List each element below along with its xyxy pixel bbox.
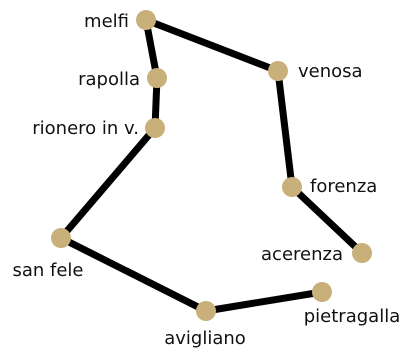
label-acerenza: acerenza bbox=[261, 244, 343, 265]
edge-venosa-forenza bbox=[274, 67, 296, 191]
label-san-fele: san fele bbox=[12, 260, 83, 281]
label-melfi: melfi bbox=[84, 11, 129, 32]
edge-avigliano-pietragalla bbox=[202, 288, 326, 315]
node-venosa bbox=[268, 61, 288, 81]
node-acerenza bbox=[352, 243, 372, 263]
edge-forenza-acerenza bbox=[288, 183, 366, 257]
node-avigliano bbox=[196, 301, 216, 321]
label-forenza: forenza bbox=[310, 176, 377, 197]
node-rionero bbox=[145, 118, 165, 138]
label-pietragalla: pietragalla bbox=[304, 306, 400, 327]
edge-rionero-san-fele bbox=[57, 124, 159, 242]
node-melfi bbox=[136, 10, 156, 30]
node-san-fele bbox=[51, 228, 71, 248]
edge-melfi-venosa bbox=[142, 16, 282, 75]
label-rapolla: rapolla bbox=[78, 69, 140, 90]
route-nodes bbox=[51, 10, 372, 321]
node-pietragalla bbox=[312, 282, 332, 302]
edge-san-fele-avigliano bbox=[57, 234, 210, 315]
route-edges bbox=[57, 16, 366, 315]
label-rionero: rionero in v. bbox=[32, 118, 139, 139]
node-forenza bbox=[282, 177, 302, 197]
label-venosa: venosa bbox=[298, 61, 363, 82]
label-avigliano: avigliano bbox=[164, 328, 246, 349]
route-labels: melfi rapolla rionero in v. san fele avi… bbox=[12, 11, 400, 349]
node-rapolla bbox=[147, 68, 167, 88]
